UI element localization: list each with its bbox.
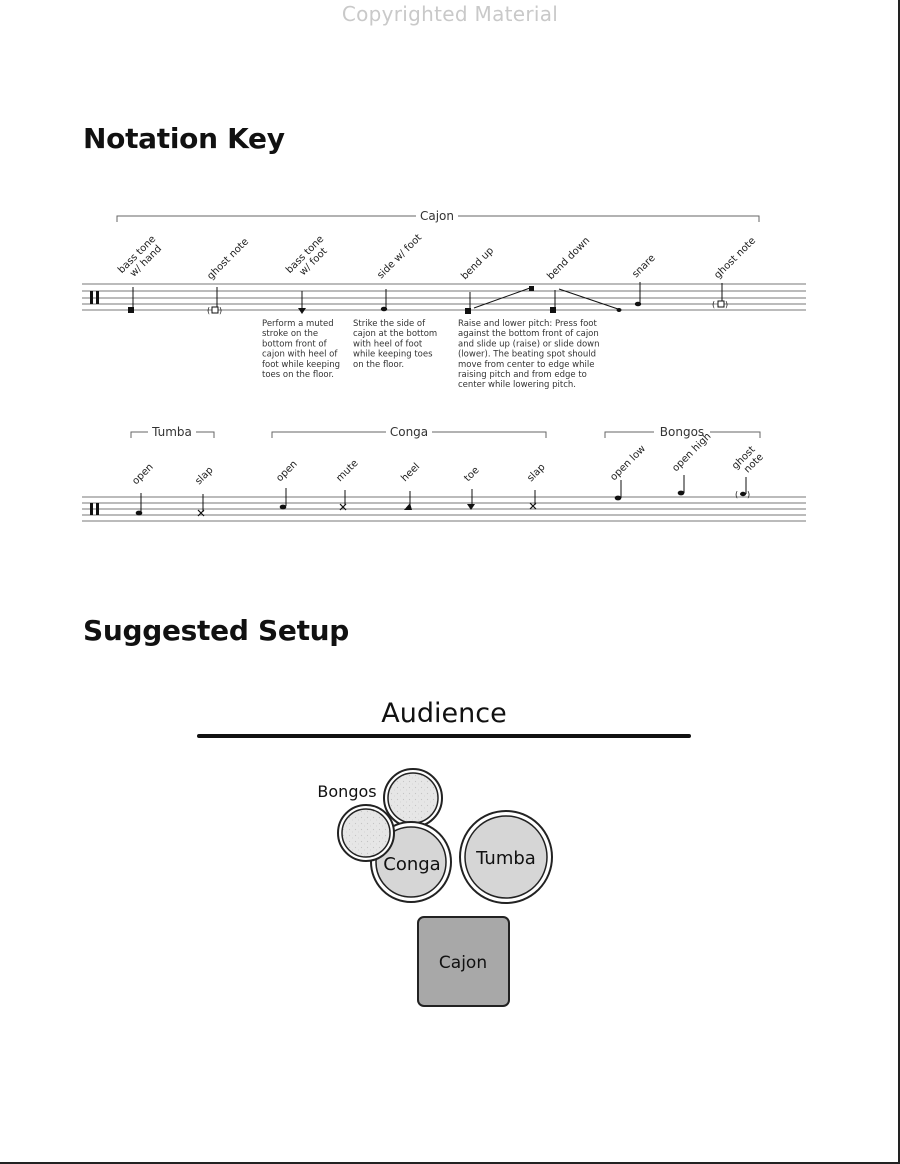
tumba-drum	[459, 810, 553, 904]
note-conga-open	[279, 488, 287, 510]
note-line: while keeping toes	[353, 350, 433, 360]
bongo-drum-low	[337, 804, 395, 862]
watermark: Copyrighted Material	[341, 2, 559, 26]
note-conga-heel	[404, 491, 412, 510]
cajon-box	[417, 916, 510, 1007]
page-border-bottom	[0, 1162, 900, 1164]
conga-label: Conga	[383, 854, 440, 875]
cajon-notation-staff: Cajon () () bass tonew/ hand ghost note …	[82, 209, 806, 390]
hand-drum-notation-staff: Tumba Conga Bongos () open slap open	[82, 425, 806, 522]
svg-text:): )	[725, 300, 728, 309]
note-line: Perform a muted	[262, 319, 334, 329]
tumba-group-label: Tumba	[151, 425, 192, 439]
note-bass-tone-hand	[128, 287, 134, 313]
note-line: move from center to edge while	[458, 360, 594, 370]
note-side-foot	[380, 289, 388, 312]
svg-text:(: (	[735, 490, 738, 499]
tumba-label: Tumba	[475, 848, 536, 869]
cajon-label: Cajon	[439, 953, 487, 973]
note-line: Strike the side of	[353, 319, 426, 329]
note-conga-mute	[339, 490, 347, 511]
note-line: bottom front of	[262, 339, 328, 349]
note-line: against the bottom front of cajon	[458, 329, 599, 339]
note-ghost-1: ()	[207, 287, 222, 315]
conga-group-label: Conga	[390, 425, 428, 439]
note-line: raising pitch and from edge to	[458, 370, 587, 380]
bongo-drum-high	[383, 768, 443, 828]
note-bongo-ghost: ()	[735, 477, 750, 499]
note-conga-slap	[529, 490, 537, 510]
svg-text:(: (	[207, 306, 210, 315]
note-tumba-open	[135, 493, 143, 516]
hand-drum-notes: ()	[135, 475, 750, 517]
percussion-clef-2	[90, 503, 99, 515]
note-line: on the floor.	[353, 360, 404, 370]
note-ghost-2: ()	[712, 283, 728, 309]
cajon-group-bracket: Cajon	[116, 209, 760, 223]
note-line: toes on the floor.	[262, 370, 334, 380]
note-bend-up	[465, 286, 534, 314]
svg-text:(: (	[712, 300, 715, 309]
note-line: Raise and lower pitch: Press foot	[458, 319, 597, 329]
note-line: stroke on the	[262, 329, 318, 339]
note-line: cajon with heel of	[262, 350, 338, 360]
note-bongo-open-low	[614, 480, 622, 501]
notation-key-heading: Notation Key	[83, 122, 285, 155]
note-bend-down	[550, 288, 622, 313]
note-bongo-open-high	[677, 475, 685, 496]
note-line: (lower). The beating spot should	[458, 350, 596, 360]
audience-label: Audience	[381, 698, 506, 729]
page-border-right	[898, 0, 900, 1164]
cajon-notes: () ()	[128, 282, 728, 315]
tumba-group-bracket: Tumba	[130, 425, 215, 439]
bongos-group-bracket: Bongos	[604, 425, 761, 439]
note-bass-tone-foot	[298, 291, 306, 314]
note-line: cajon at the bottom	[353, 329, 437, 339]
note-line: center while lowering pitch.	[458, 380, 576, 390]
bongos-label: Bongos	[317, 782, 376, 801]
suggested-setup-heading: Suggested Setup	[83, 614, 350, 647]
note-line: and slide up (raise) or slide down	[458, 339, 600, 349]
percussion-clef	[90, 291, 99, 304]
note-line: with heel of foot	[353, 339, 423, 349]
cajon-group-label: Cajon	[420, 209, 454, 223]
conga-group-bracket: Conga	[271, 425, 547, 439]
bongos-group-label: Bongos	[660, 425, 704, 439]
note-snare	[634, 282, 642, 307]
staff-lines	[82, 283, 806, 311]
note-conga-toe	[467, 489, 475, 510]
svg-text:): )	[747, 490, 750, 499]
svg-text:): )	[219, 306, 222, 315]
note-line: foot while keeping	[262, 360, 340, 370]
note-tumba-slap	[197, 494, 205, 517]
